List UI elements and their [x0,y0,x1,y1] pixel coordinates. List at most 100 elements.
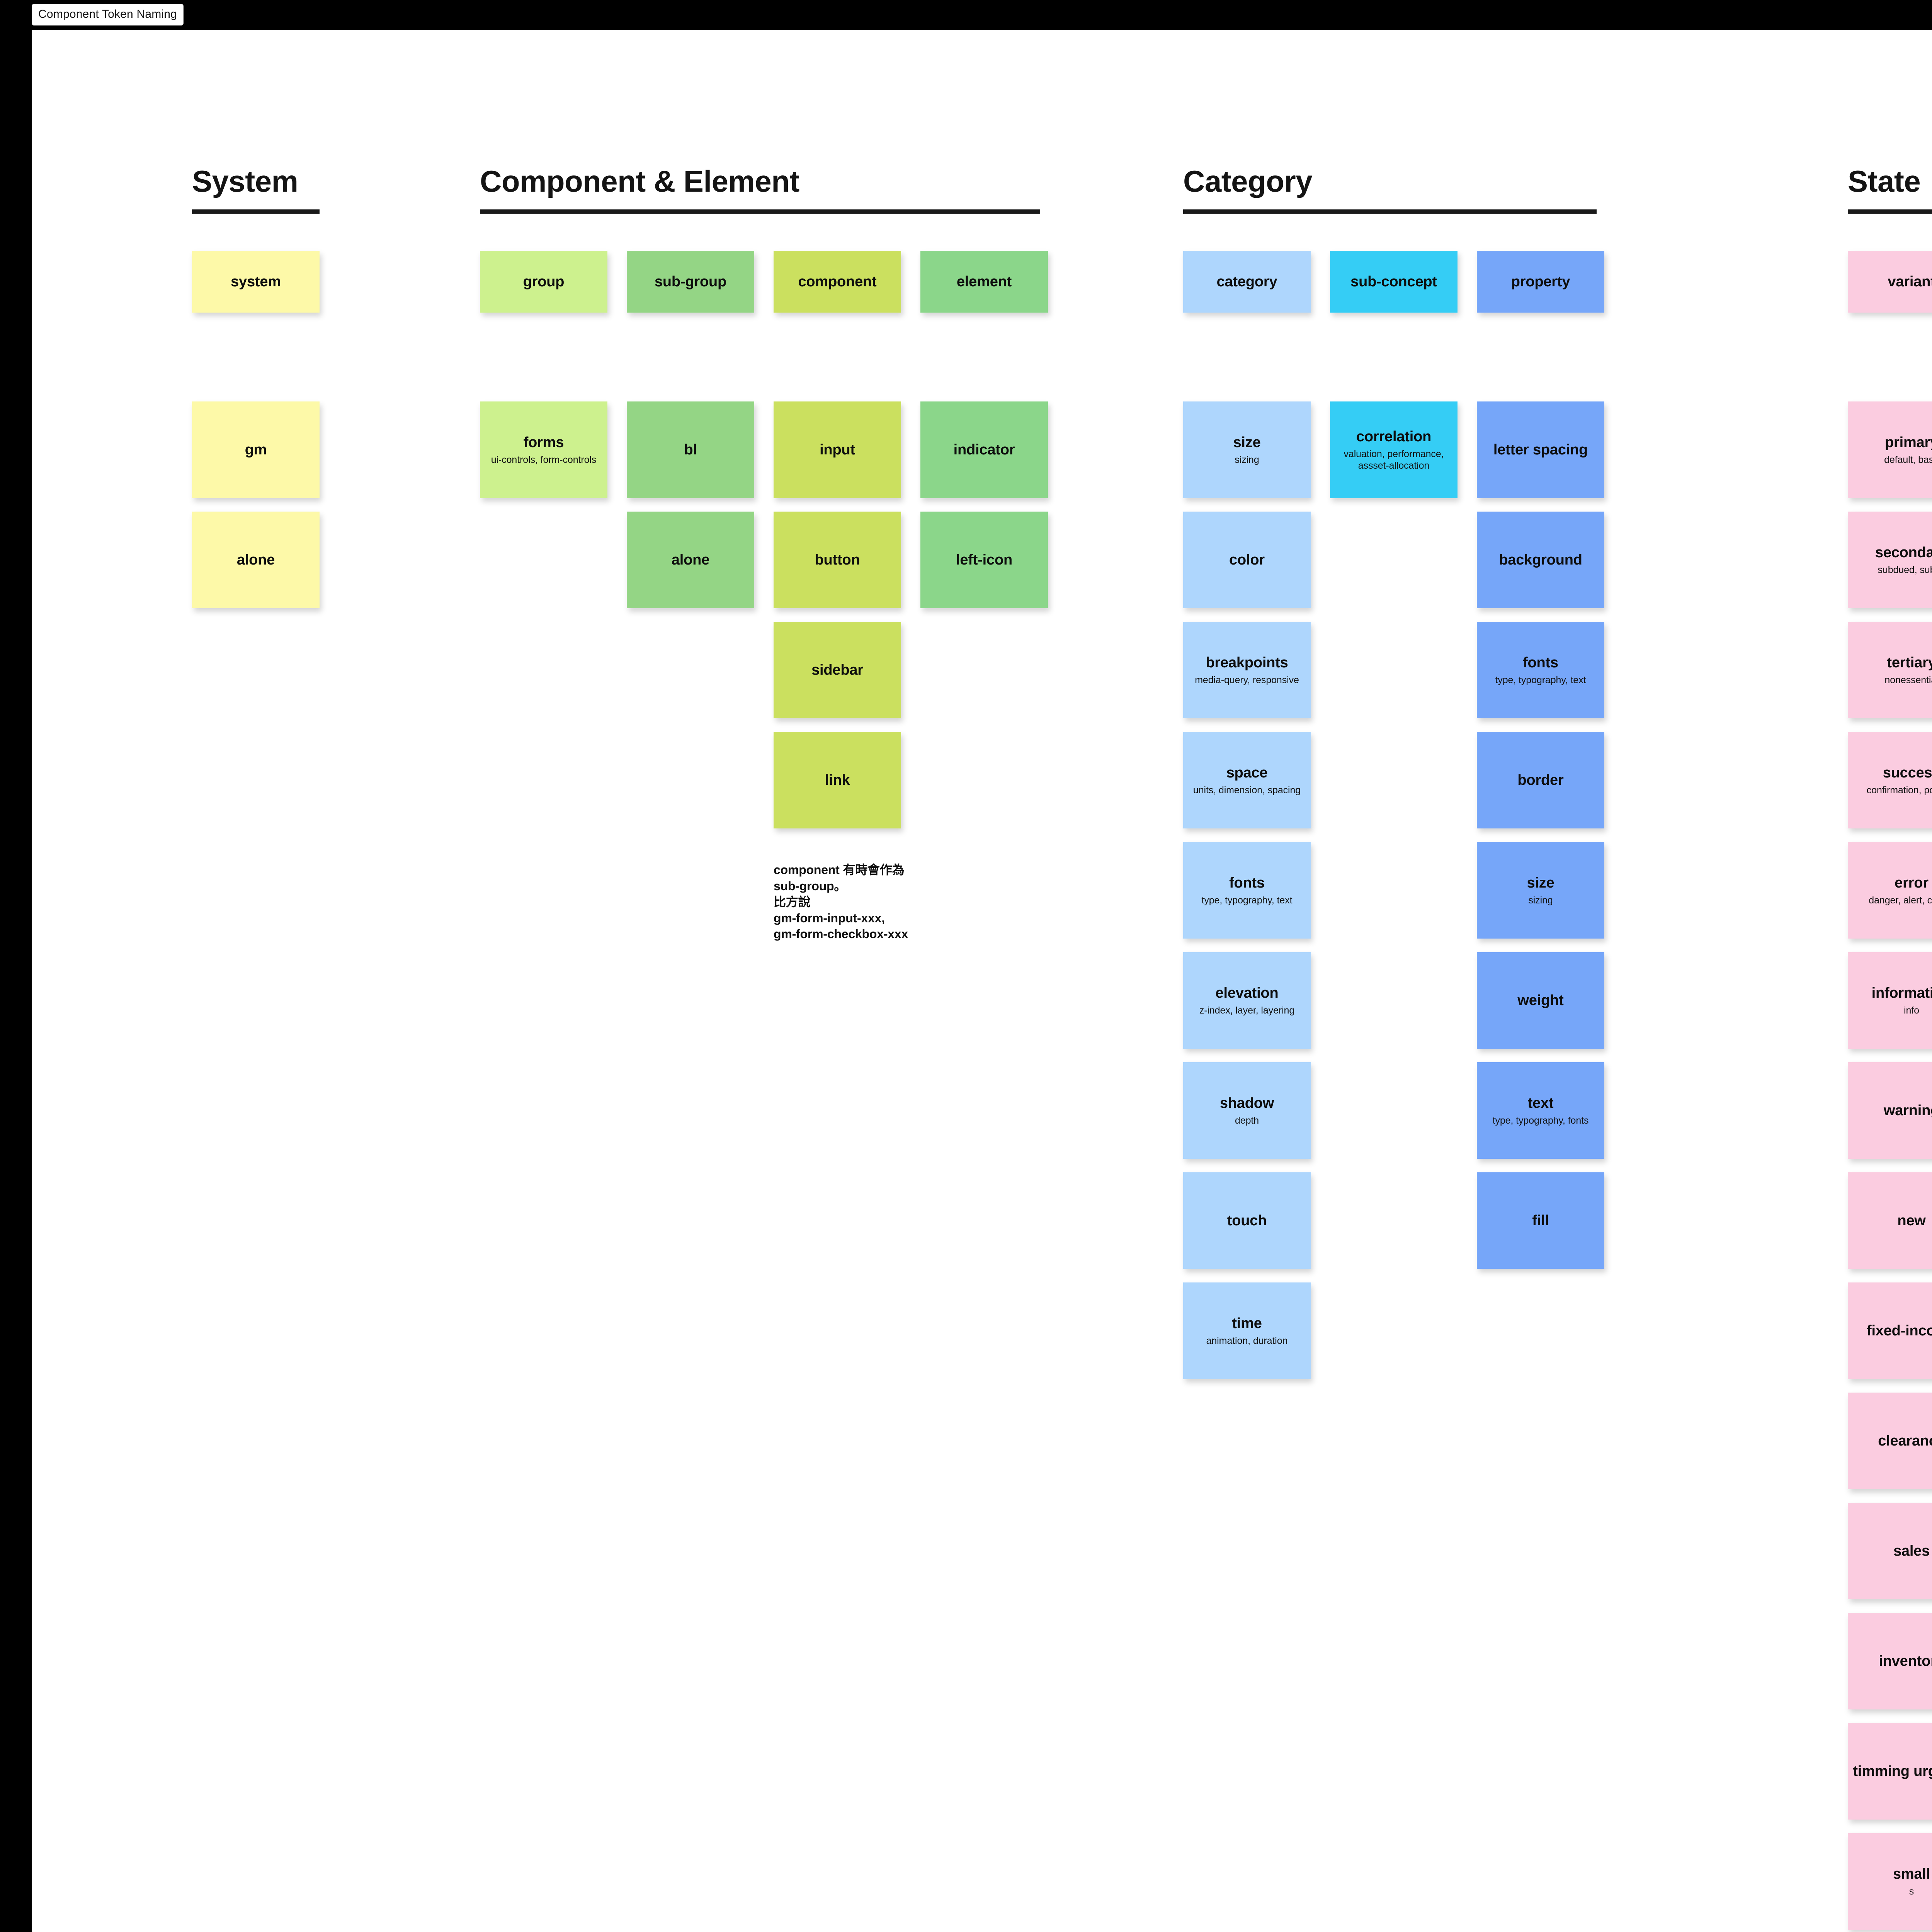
card-cat-property-lane-letter-spacing[interactable]: letter spacing [1477,401,1604,498]
card-title: information [1871,985,1932,1002]
card-ce-alone[interactable]: alone [627,512,754,608]
card-title: small [1893,1866,1930,1883]
card-title: gm [245,441,267,458]
card-state-head-variant[interactable]: variant [1848,251,1932,313]
card-title: space [1226,765,1268,781]
card-state-variant-lane-warning[interactable]: warning [1848,1062,1932,1159]
card-subtitle: media-query, responsive [1195,674,1299,685]
card-state-variant-lane-information[interactable]: information info [1848,952,1932,1049]
card-state-variant-lane-fixed-income[interactable]: fixed-income [1848,1282,1932,1379]
card-title: category [1216,273,1277,290]
card-ce-input[interactable]: input [774,401,901,498]
card-title: border [1517,772,1564,788]
card-title: group [523,273,565,290]
card-system-gm[interactable]: gm [192,401,320,498]
card-ce-left-icon[interactable]: left-icon [920,512,1048,608]
card-title: button [815,551,860,568]
card-subtitle: subdued, subtle [1878,564,1932,575]
card-subtitle: nonessential [1884,674,1932,685]
card-ce-bl[interactable]: bl [627,401,754,498]
component-sub-group-note: component 有時會作為 sub-group。 比方說 gm-form-i… [774,863,908,941]
card-title: breakpoints [1206,655,1288,671]
card-subtitle: type, typography, text [1201,895,1293,906]
card-title: clearance [1878,1432,1932,1449]
card-cat-head-category[interactable]: category [1183,251,1311,313]
card-subtitle: info [1904,1005,1919,1016]
card-state-variant-lane-inventory[interactable]: inventory [1848,1613,1932,1709]
system-card-stack: system gm alone [192,251,354,792]
card-title: size [1233,434,1261,451]
card-subtitle: animation, duration [1206,1335,1288,1346]
card-title: correlation [1356,429,1432,445]
card-state-variant-lane-small[interactable]: small s [1848,1833,1932,1930]
column-title-state: State [1848,164,1921,198]
state-card-grid: variantstatemodeprimarydefault, baseseco… [1848,251,1932,1932]
card-ce-link[interactable]: link [774,732,901,828]
card-cat-property-lane-background[interactable]: background [1477,512,1604,608]
card-title: left-icon [956,551,1012,568]
card-ce-head-sub-group[interactable]: sub-group [627,251,754,313]
card-state-variant-lane-sales[interactable]: sales [1848,1503,1932,1599]
card-subtitle: sizing [1235,454,1259,465]
card-state-variant-lane-secondary[interactable]: secondarysubdued, subtle [1848,512,1932,608]
card-state-variant-lane-success[interactable]: successconfirmation, positive [1848,732,1932,828]
card-cat-category-lane-breakpoints[interactable]: breakpoints media-query, responsive [1183,622,1311,718]
card-cat-category-lane-time[interactable]: time animation, duration [1183,1282,1311,1379]
column-state: State variantstatemodeprimarydefault, ba… [1848,30,1932,1932]
card-system-system[interactable]: system [192,251,320,313]
card-ce-button[interactable]: button [774,512,901,608]
card-cat-head-sub-concept[interactable]: sub-concept [1330,251,1458,313]
card-ce-head-component[interactable]: component [774,251,901,313]
card-cat-property-lane-weight[interactable]: weight [1477,952,1604,1049]
card-title: touch [1227,1212,1267,1229]
card-cat-head-property[interactable]: property [1477,251,1604,313]
card-title: size [1527,875,1554,891]
card-title: time [1232,1315,1262,1332]
card-title: fill [1532,1212,1549,1229]
card-system-alone[interactable]: alone [192,512,320,608]
card-title: bl [684,441,697,458]
card-state-variant-lane-primary[interactable]: primarydefault, base [1848,401,1932,498]
card-state-variant-lane-timming-urgency[interactable]: timming urgency [1848,1723,1932,1820]
card-state-variant-lane-tertiary[interactable]: tertiarynonessential [1848,622,1932,718]
card-subtitle: type, typography, fonts [1492,1115,1589,1126]
card-state-variant-lane-new[interactable]: new [1848,1172,1932,1269]
card-cat-category-lane-touch[interactable]: touch [1183,1172,1311,1269]
card-cat-property-lane-fill[interactable]: fill [1477,1172,1604,1269]
card-cat-sub-concept-lane-correlation[interactable]: correlation valuation, performance, assse… [1330,401,1458,498]
card-cat-category-lane-size[interactable]: size sizing [1183,401,1311,498]
card-ce-indicator[interactable]: indicator [920,401,1048,498]
card-ce-head-element[interactable]: element [920,251,1048,313]
card-title: variant [1888,273,1932,290]
card-ce-sidebar[interactable]: sidebar [774,622,901,718]
card-subtitle: s [1909,1886,1914,1897]
card-state-variant-lane-clearance[interactable]: clearance [1848,1393,1932,1489]
card-title: elevation [1215,985,1279,1002]
card-title: fixed-income [1867,1322,1932,1339]
card-cat-category-lane-color[interactable]: color [1183,512,1311,608]
card-title: component [798,273,877,290]
card-title: warning [1883,1102,1932,1119]
card-title: sub-group [654,273,727,290]
card-subtitle: ui-controls, form-controls [491,454,597,465]
column-rule-component-element [480,209,1040,214]
card-cat-property-lane-border[interactable]: border [1477,732,1604,828]
card-title: input [820,441,855,458]
card-title: weight [1517,992,1564,1009]
card-ce-head-group[interactable]: group [480,251,607,313]
card-subtitle: valuation, performance, assset-allocatio… [1344,448,1444,471]
column-title-system: System [192,164,298,198]
file-name-chip[interactable]: Component Token Naming [32,4,184,26]
